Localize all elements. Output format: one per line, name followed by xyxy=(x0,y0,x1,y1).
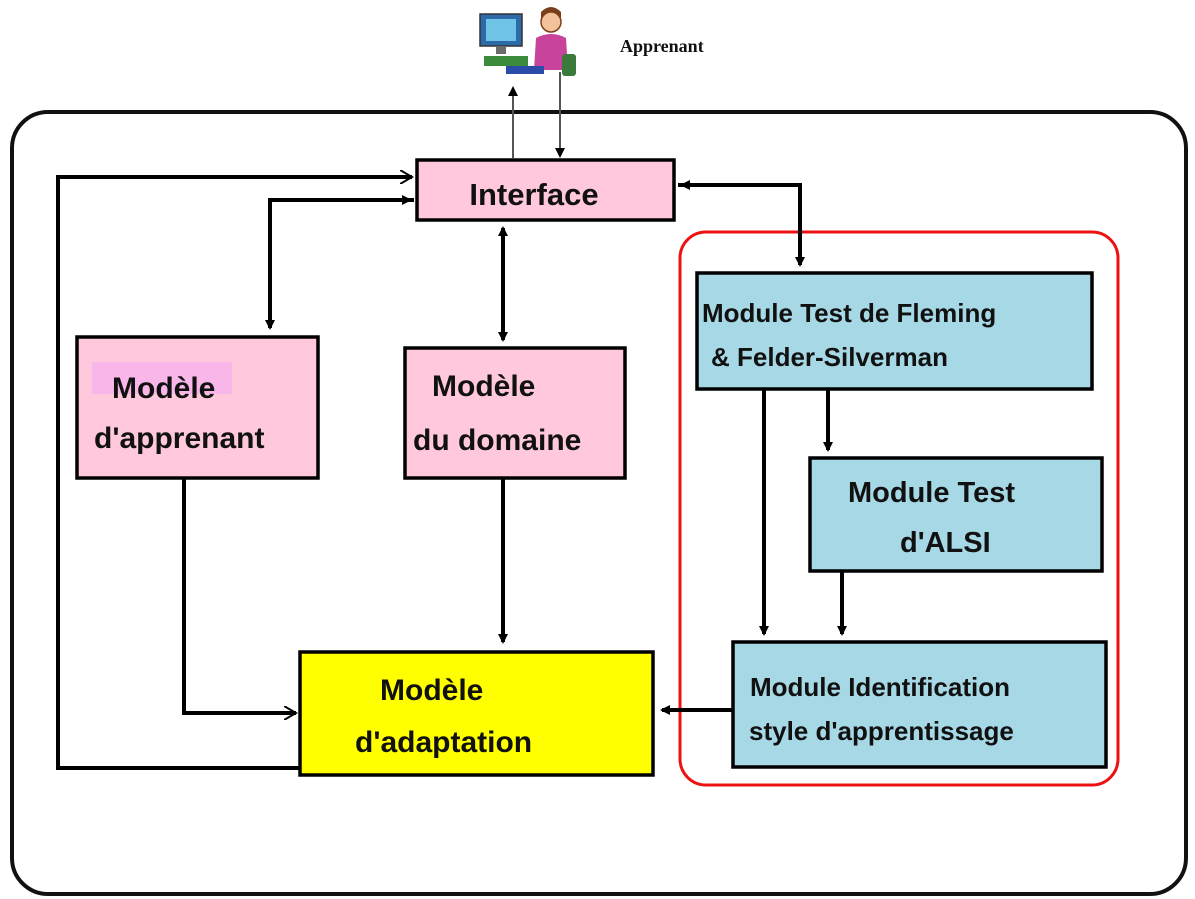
fleming-test-line-2: & Felder-Silverman xyxy=(711,342,948,372)
fleming-test-module-box: Module Test de Fleming & Felder-Silverma… xyxy=(695,271,1094,391)
learning-style-module-group xyxy=(678,230,1120,787)
domain-model-box: Modèle du domaine xyxy=(403,346,627,480)
identification-line-1: Module Identification xyxy=(750,672,1010,702)
adaptation-model-box: Modèle d'adaptation xyxy=(298,650,655,777)
connector-interface-to-fleming xyxy=(678,183,805,267)
interface-box: Interface xyxy=(415,158,676,222)
alsi-test-module-box: Module Test d'ALSI xyxy=(808,456,1104,573)
identification-line-2: style d'apprentissage xyxy=(749,716,1014,746)
connector-interface-learner-model xyxy=(265,198,414,330)
fleming-test-line-1: Module Test de Fleming xyxy=(702,298,996,328)
learner-label: Apprenant xyxy=(620,36,704,56)
learner-at-computer-icon xyxy=(479,7,576,76)
learner-model-box: Modèle d'apprenant xyxy=(75,335,320,480)
connector-learner-to-adaptation xyxy=(182,478,296,713)
domain-model-line-2: du domaine xyxy=(413,424,581,457)
identification-module-box: Module Identification style d'apprentiss… xyxy=(731,640,1108,769)
adaptation-model-line-2: d'adaptation xyxy=(355,726,532,759)
alsi-test-line-1: Module Test xyxy=(848,477,1015,509)
domain-model-line-1: Modèle xyxy=(432,370,535,403)
learner-model-line-2: d'apprenant xyxy=(94,422,264,455)
system-frame xyxy=(10,110,1188,896)
learner-model-line-1: Modèle xyxy=(112,372,215,405)
connector-interface-learner-model-back xyxy=(268,195,412,210)
alsi-test-line-2: d'ALSI xyxy=(900,527,991,559)
interface-label: Interface xyxy=(469,177,598,212)
adaptation-model-line-1: Modèle xyxy=(380,674,483,707)
connector-adaptation-to-interface xyxy=(56,177,412,770)
